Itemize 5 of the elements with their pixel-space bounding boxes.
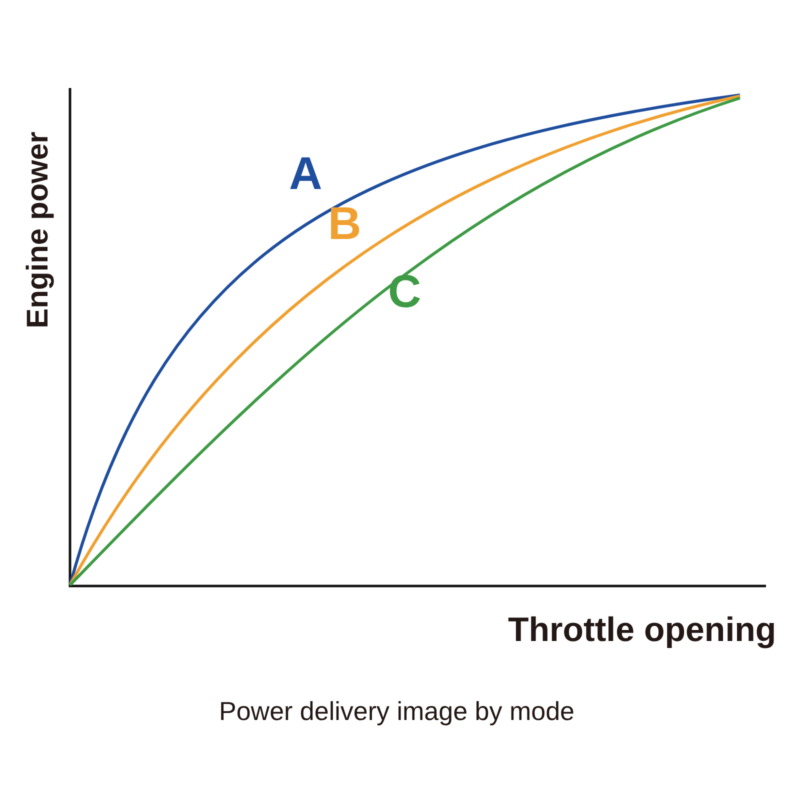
curve-label: B	[328, 200, 362, 246]
axis-label: Throttle opening	[508, 613, 776, 647]
axis-label: Engine power	[22, 132, 53, 328]
caption: Power delivery image by mode	[219, 698, 574, 724]
curve-label: A	[289, 150, 322, 196]
